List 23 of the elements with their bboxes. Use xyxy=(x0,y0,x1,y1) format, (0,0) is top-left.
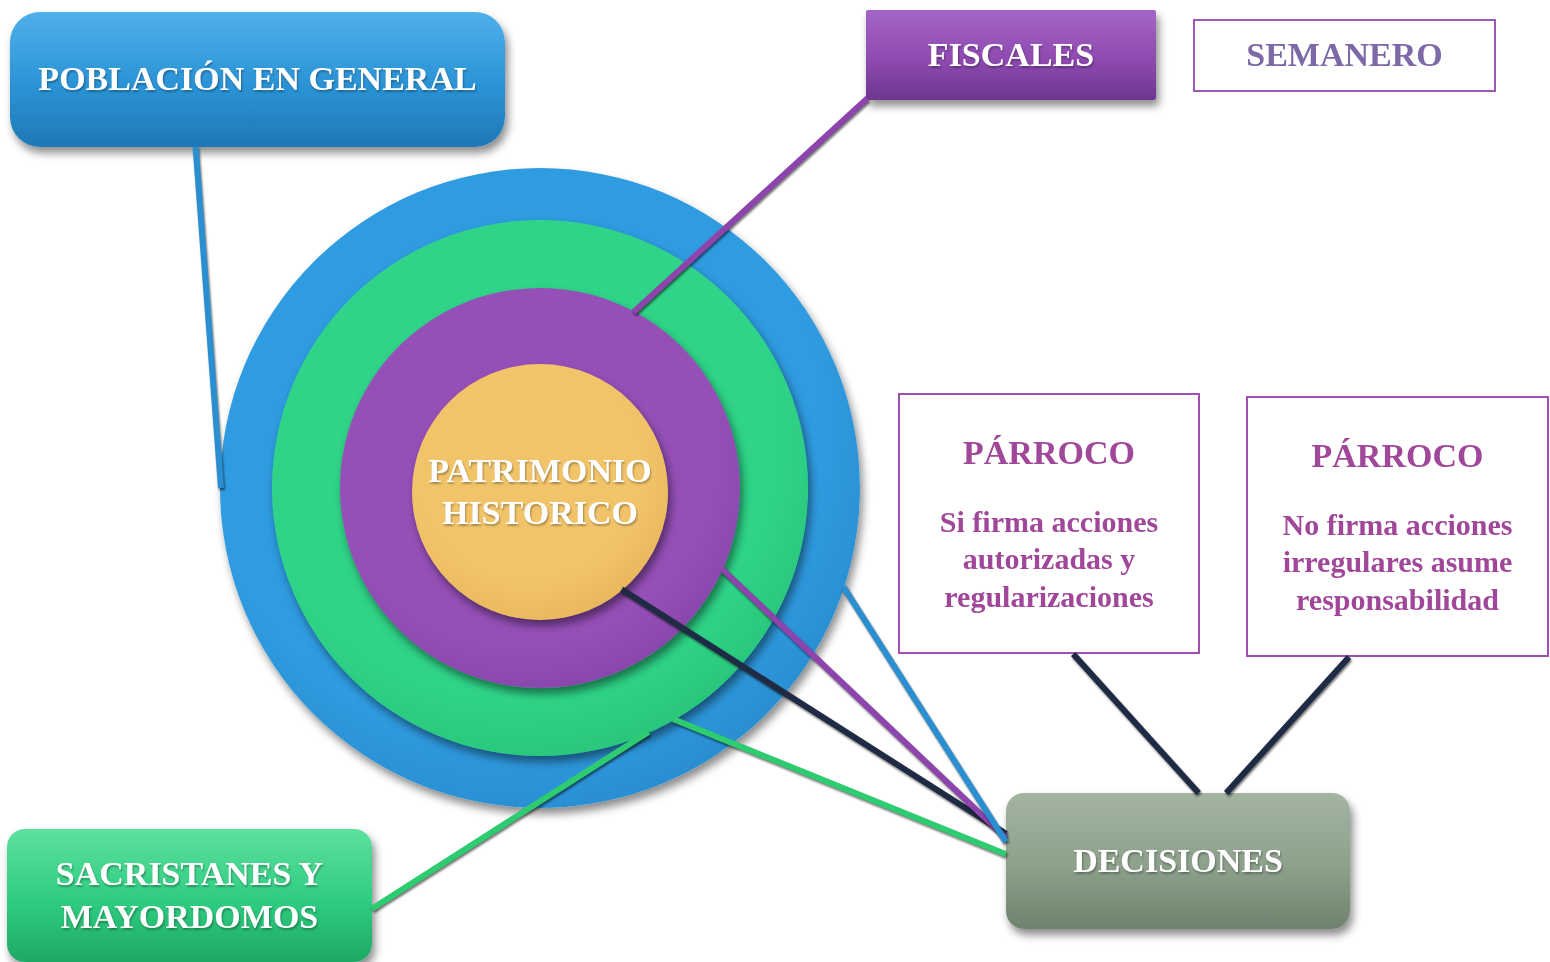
group-box xyxy=(10,12,505,147)
node-title: DECISIONES xyxy=(1073,840,1283,881)
node-title: PATRIMONIO HISTORICO xyxy=(428,450,652,533)
connector-line xyxy=(370,729,651,912)
node-title: PÁRROCO xyxy=(963,433,1135,473)
connector-line xyxy=(672,716,1008,857)
connector-line xyxy=(840,584,1009,844)
node-description: No firma acciones irregulares asume responsabilidad xyxy=(1281,506,1514,618)
decision-box xyxy=(1006,793,1350,929)
group-box xyxy=(7,829,372,962)
node-title: SEMANERO xyxy=(1246,35,1443,76)
node-title: PÁRROCO xyxy=(1311,436,1484,476)
node-title: POBLACIÓN EN GENERAL xyxy=(38,59,477,100)
text-box xyxy=(898,393,1200,654)
group-box xyxy=(866,10,1156,100)
node-description: Si firma acciones autorizadas y regularizaciones xyxy=(938,503,1160,615)
group-box xyxy=(1193,19,1496,92)
node-title: FISCALES xyxy=(927,34,1095,75)
connector-line xyxy=(192,146,224,489)
text-box xyxy=(1246,396,1549,657)
connector-line xyxy=(1223,655,1352,795)
connector-line xyxy=(1070,652,1201,795)
node-title: SACRISTANES Y MAYORDOMOS xyxy=(54,854,325,937)
